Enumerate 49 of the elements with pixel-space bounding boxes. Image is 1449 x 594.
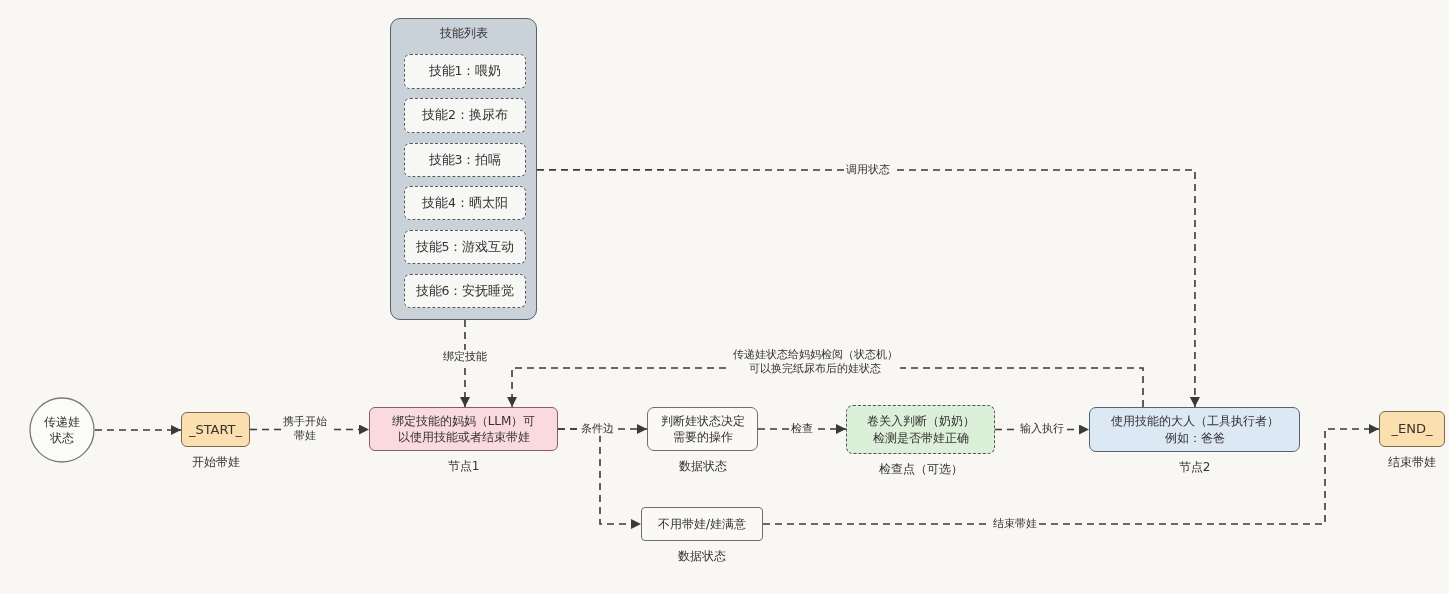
- node-caption: 开始带娃: [191, 455, 240, 471]
- node-text: 技能6：安抚睡觉: [415, 282, 515, 300]
- connector-arrow: [94, 425, 182, 435]
- process-box: [641, 507, 763, 541]
- start-terminal-box: [181, 412, 250, 447]
- node-caption: 节点2: [1178, 460, 1211, 476]
- node-text: 不用带娃/娃满意: [657, 515, 746, 533]
- skill-item-box: [404, 54, 526, 89]
- connector-arrow: [459, 319, 470, 408]
- checkpoint-box: [846, 405, 995, 454]
- node-text: 技能5：游戏互动: [415, 238, 515, 256]
- skill-item-box: [404, 186, 526, 220]
- node-caption: 检查点（可选）: [878, 462, 963, 478]
- tool-node-box: [1089, 407, 1300, 452]
- node-text: _END_: [1391, 420, 1433, 438]
- node-text: 技能4：晒太阳: [422, 194, 508, 212]
- node-text: _START_: [188, 420, 243, 439]
- node-text: 技能2：换尿布: [422, 107, 508, 124]
- skill-item-box: [404, 98, 526, 133]
- node-text: 绑定技能的妈妈（LLM）可以使用技能或者结束带娃: [390, 412, 537, 446]
- process-box: [647, 407, 758, 451]
- agent-node-box: [369, 407, 558, 451]
- node-caption: 结束带娃: [1388, 455, 1436, 471]
- edge-label: 携手开始带娃: [281, 414, 329, 444]
- node-caption: 数据状态: [678, 549, 726, 565]
- node-text: 技能1：喂奶: [428, 63, 502, 80]
- skill-list-panel: [390, 18, 537, 320]
- node-caption: 数据状态: [678, 459, 727, 475]
- connector-arrow: [762, 424, 1380, 525]
- connector-arrow: [536, 169, 1200, 408]
- skill-item-box: [404, 230, 526, 264]
- edge-label: 结束带娃: [991, 516, 1039, 532]
- end-terminal-box: [1379, 411, 1445, 447]
- node-text: 卷关入判断（奶奶）检测是否带娃正确: [865, 413, 976, 446]
- panel-heading: 技能列表: [439, 25, 488, 42]
- node-text: 传递娃状态: [43, 413, 81, 447]
- skill-item-box: [404, 143, 526, 177]
- skill-item-box: [404, 274, 526, 308]
- edge-label: 调用状态: [844, 162, 892, 178]
- node-text: 技能3：拍嗝: [428, 151, 502, 169]
- edge-label: 输入执行: [1018, 421, 1066, 437]
- node-text: 判断娃状态决定需要的操作: [659, 412, 746, 446]
- edge-label: 条件边: [578, 421, 616, 437]
- node-caption: 节点1: [447, 459, 480, 475]
- edge-label: 传递娃状态给妈妈检阅（状态机）可以换完纸尿布后的娃状态: [729, 347, 901, 377]
- edge-label: 检查: [789, 421, 815, 437]
- connector-arrow: [557, 428, 642, 529]
- edge-label: 绑定技能: [441, 349, 489, 365]
- node-text: 使用技能的大人（工具执行者）例如：爸爸: [1109, 413, 1280, 446]
